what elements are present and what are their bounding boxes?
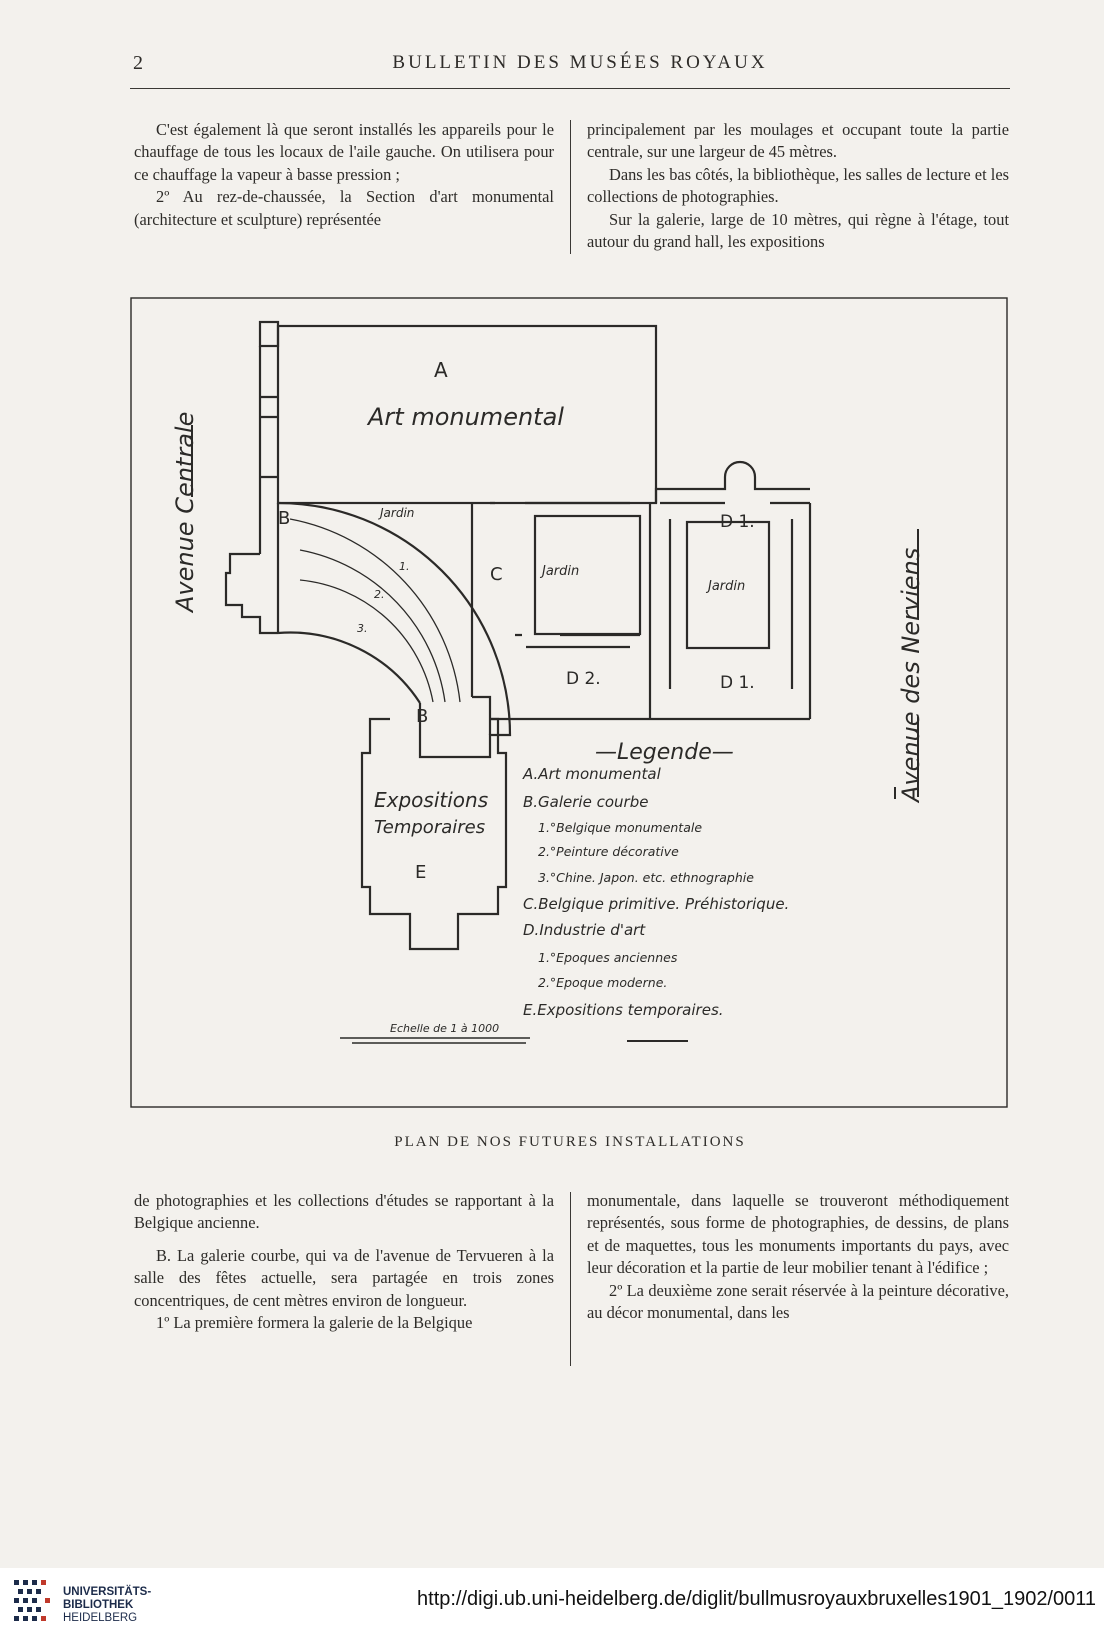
room-a [276,324,658,505]
document-page: 2 BULLETIN DES MUSÉES ROYAUX C'est égale… [130,52,1010,1366]
institution-name: UNIVERSITÄTS- BIBLIOTHEK HEIDELBERG [63,1586,152,1624]
paragraph: principalement par les moulages et occup… [587,120,1009,162]
paragraph: 1º La première formera la galerie de la … [156,1313,473,1333]
paragraph: C'est également là que seront installés … [134,120,554,184]
label-zone-3: 3. [357,622,368,635]
label-art-monumental: Art monumental [366,403,564,431]
source-url-link[interactable]: http://digi.ub.uni-heidelberg.de/diglit/… [417,1588,1096,1610]
top-right-column: principalement par les moulages et occup… [587,119,1009,253]
top-left-column: C'est également là que seront installés … [134,119,554,231]
label-jardin-d: Jardin [705,579,745,594]
legend-item: 3.°Chine. Japon. etc. ethnographie [538,870,754,885]
column-divider [570,1192,571,1366]
label-d2: D 2. [566,669,601,689]
legend-item: C.Belgique primitive. Préhistorique. [523,895,789,913]
label-jardin-c: Jardin [539,564,579,579]
legend-item: 2.°Epoque moderne. [538,975,667,990]
legend-item: B.Galerie courbe [523,793,648,811]
paragraph: 2º La deuxième zone serait réservée à la… [587,1280,1009,1323]
paragraph: 2º Au rez-de-chaussée, la Section d'art … [134,187,554,229]
label-e: E [415,862,426,883]
label-b-top: B [278,508,290,529]
label-jardin-curved: Jardin [378,506,414,520]
floor-plan-drawing: A Art monumental B B C D 1. D 1. D 2. E … [130,297,1008,1108]
scale-label: Echelle de 1 à 1000 [390,1022,499,1035]
figure-frame [130,297,1008,1108]
label-d1-top: D 1. [720,512,755,532]
label-c: C [490,564,503,585]
legend-item: 2.°Peinture décorative [538,844,679,859]
running-title: BULLETIN DES MUSÉES ROYAUX [392,52,768,73]
label-expositions: Expositions [374,788,488,812]
paragraph: Sur la galerie, large de 10 mètres, qui … [587,209,1009,252]
label-zone-2: 2. [374,588,385,601]
label-zone-1: 1. [399,560,410,573]
street-avenue-centrale: Avenue Centrale [171,412,199,614]
legend-item: E.Expositions temporaires. [523,1001,724,1019]
header-rule [130,88,1010,89]
label-a: A [434,358,448,382]
paragraph: B. La galerie courbe, qui va de l'avenue… [134,1245,554,1310]
paragraph: de photographies et les collections d'ét… [134,1191,554,1233]
bottom-left-column: de photographies et les collections d'ét… [134,1190,554,1334]
column-divider [570,120,571,254]
bottom-right-column: monumentale, dans laquelle se trouveront… [587,1190,1009,1324]
legend-item: D.Industrie d'art [523,921,646,939]
page-number: 2 [133,52,144,74]
room-e [360,717,508,951]
floor-plan-figure: A Art monumental B B C D 1. D 1. D 2. E … [130,297,1008,1108]
viewer-footer [0,1568,1104,1646]
legend-item: 1.°Belgique monumentale [538,820,702,835]
legend-item: 1.°Epoques anciennes [538,950,678,965]
university-library-logo-icon [14,1580,50,1621]
legend-title: —Legende— [595,740,734,765]
label-temporaires: Temporaires [374,817,485,838]
label-b-bottom: B [416,706,428,727]
paragraph: monumentale, dans laquelle se trouveront… [587,1191,1009,1278]
legend-item: A.Art monumental [522,765,662,783]
label-d1-bottom: D 1. [720,673,755,693]
legend: —Legende— A.Art monumental B.Galerie cou… [522,740,789,1019]
figure-caption: PLAN DE NOS FUTURES INSTALLATIONS [394,1134,746,1150]
garden-d [685,520,771,650]
street-avenue-des-nerviens: Avenue des Nerviens [897,548,925,804]
paragraph: Dans les bas côtés, la bibliothèque, les… [587,164,1009,207]
